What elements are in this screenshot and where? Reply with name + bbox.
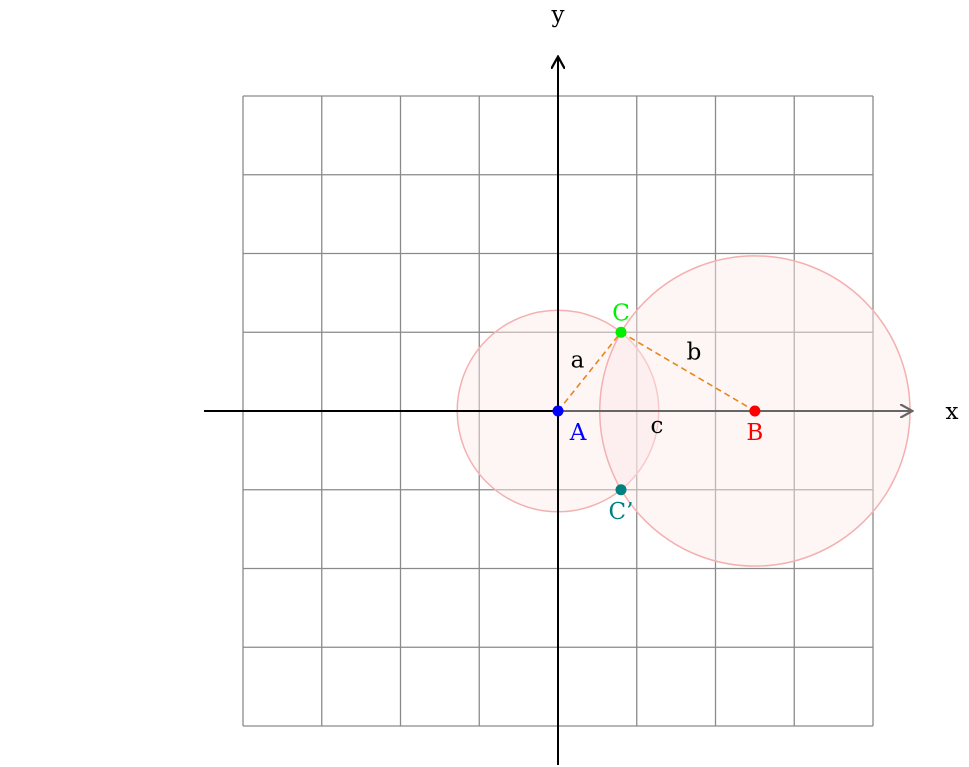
point-label-c: C xyxy=(612,300,630,326)
point-label-cprime: C’ xyxy=(609,499,634,525)
x-axis-label: x xyxy=(946,399,959,425)
segment-a xyxy=(557,331,622,412)
point-label-b: B xyxy=(746,420,763,446)
segments xyxy=(557,331,756,412)
side-label-c: c xyxy=(651,413,664,439)
segment-label-b: b xyxy=(687,340,702,366)
point-label-a: A xyxy=(569,420,587,446)
point-c xyxy=(615,326,627,338)
point-a xyxy=(552,405,564,417)
y-axis-label: y xyxy=(551,2,565,28)
point-b xyxy=(749,405,761,417)
segment-label-a: a xyxy=(571,348,585,374)
labels: c a bA B C C’ xyxy=(569,300,764,525)
segment-b xyxy=(620,331,756,412)
point-cprime xyxy=(615,484,627,496)
points xyxy=(552,326,761,496)
